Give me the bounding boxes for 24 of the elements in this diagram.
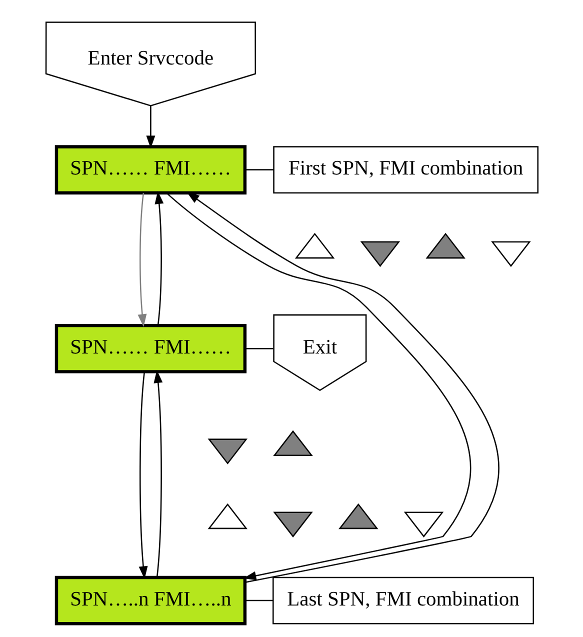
arrow (146, 106, 155, 148)
node-box: SPN…..n FMI…..n (54, 576, 246, 626)
node-triangle (272, 512, 312, 538)
node-triangle (338, 503, 378, 530)
connector (244, 600, 272, 602)
node-triangle (360, 241, 400, 267)
connector (244, 348, 273, 350)
node-box: Last SPN, FMI combination (272, 576, 534, 624)
node-triangle (294, 232, 334, 259)
arrow (137, 192, 146, 328)
arrow (166, 192, 470, 580)
arrow (154, 191, 164, 326)
node-triangle (425, 232, 465, 259)
node-box: First SPN, FMI combination (272, 146, 538, 194)
arrow (186, 192, 499, 583)
node-triangle (490, 241, 530, 267)
node-box: SPN…… FMI…… (54, 145, 246, 194)
node-triangle (403, 512, 444, 538)
connector (244, 169, 274, 170)
node-box: SPN…… FMI…… (54, 324, 246, 374)
node-triangle (207, 438, 248, 464)
node-triangle (272, 430, 312, 456)
node-triangle (207, 503, 248, 530)
arrow (153, 370, 162, 578)
